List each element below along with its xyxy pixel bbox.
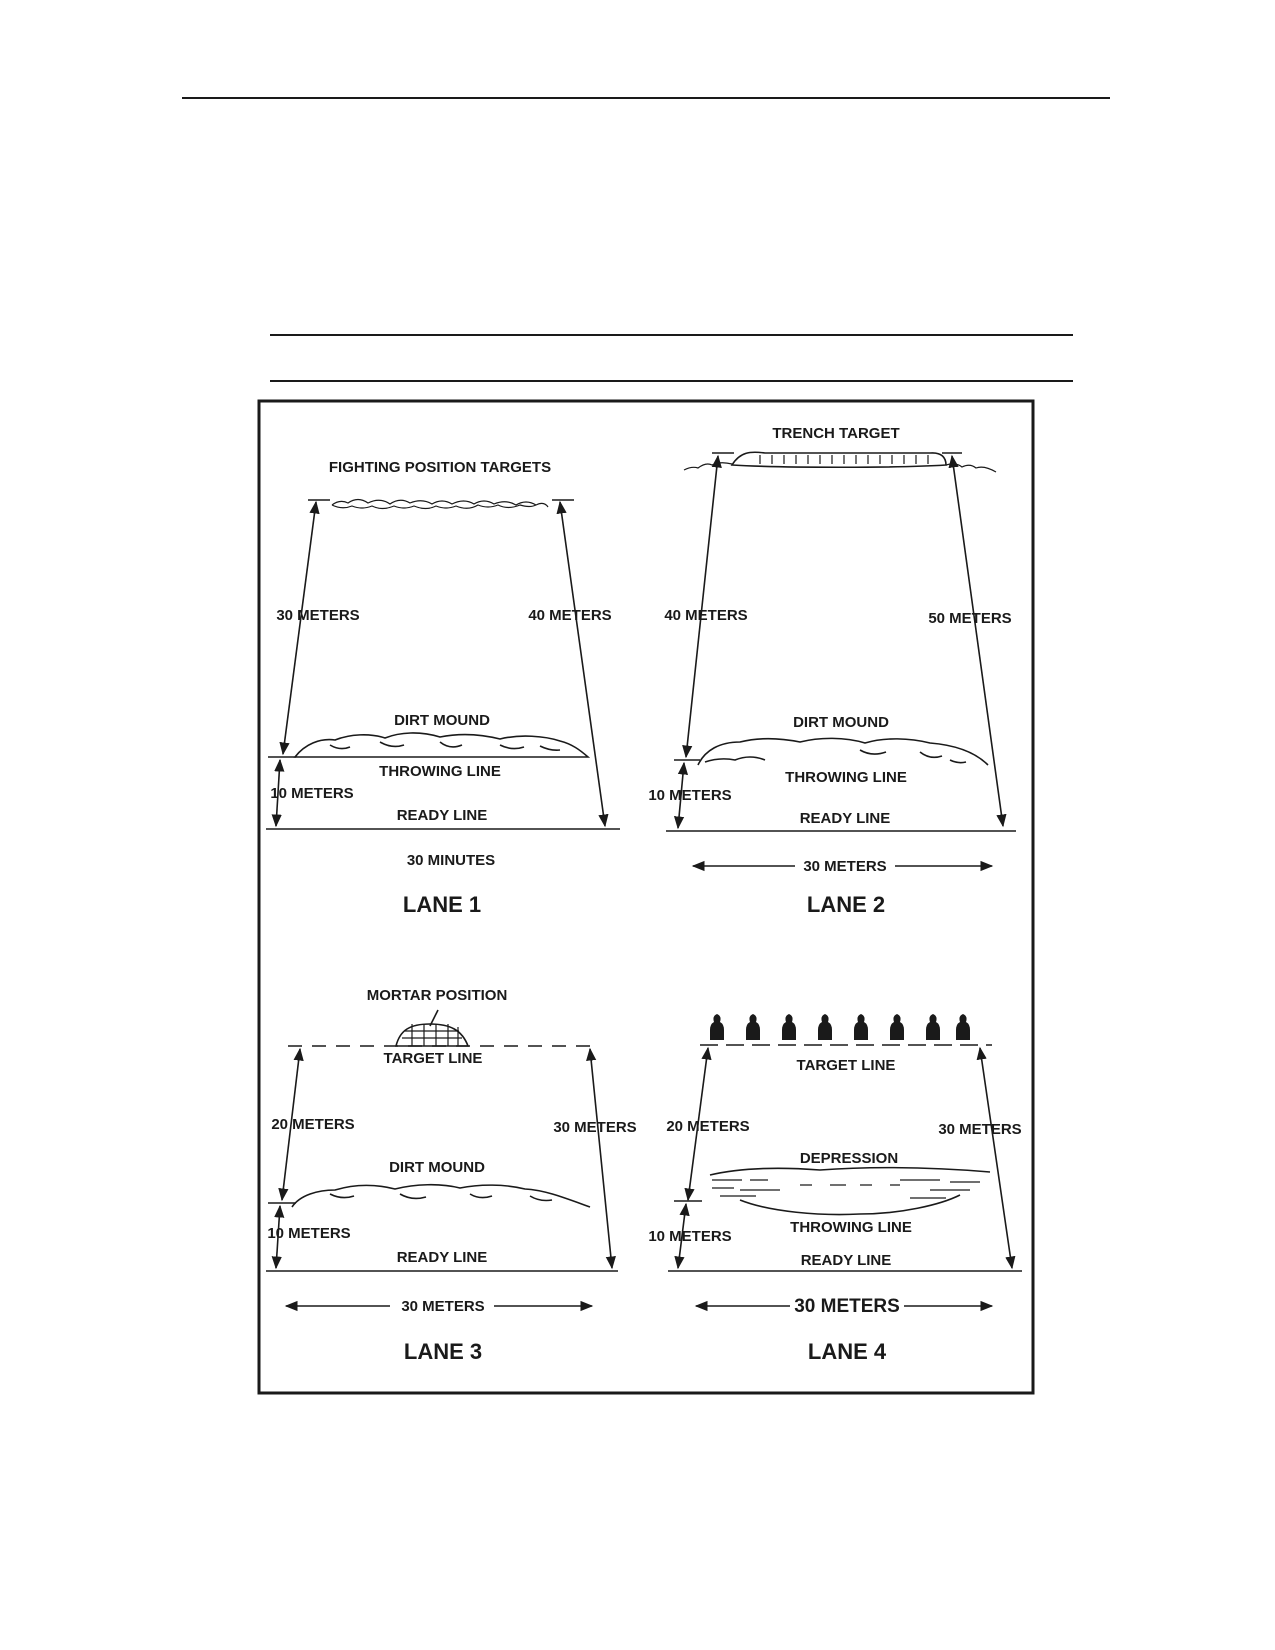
lane-4: TARGET LINE 20 METERS 30 METERS DEPRESSI… (648, 1014, 1022, 1364)
silhouette-target (818, 1014, 832, 1040)
lane1-ready-line-label: READY LINE (397, 807, 488, 824)
lane-2: TRENCH TARGET 40 METERS 50 METERS DIRT M… (648, 425, 1016, 917)
lane2-ready-arrow (673, 761, 689, 830)
lane3-left-distance: 20 METERS (271, 1116, 354, 1133)
lane4-right-distance: 30 METERS (938, 1121, 1021, 1138)
lane-3: MORTAR POSITION TARGET LINE 20 METERS 30… (266, 987, 637, 1364)
figure-title-rule-top (270, 334, 1073, 336)
lane4-title: LANE 4 (808, 1339, 887, 1364)
lane1-target-label: FIGHTING POSITION TARGETS (329, 459, 551, 476)
lane2-ready-line-label: READY LINE (800, 810, 891, 827)
lane2-width-label: 30 METERS (803, 858, 886, 875)
lane2-title: LANE 2 (807, 892, 885, 917)
lane3-ready-arrow (271, 1204, 285, 1270)
lane1-ready-arrow (271, 758, 285, 828)
lane4-left-distance: 20 METERS (666, 1118, 749, 1135)
lane1-mound-label: DIRT MOUND (394, 712, 490, 729)
lane2-target-label: TRENCH TARGET (772, 425, 899, 442)
trench-target-hatching (759, 455, 929, 464)
lane1-right-distance: 40 METERS (528, 607, 611, 624)
lane3-target-line-label: TARGET LINE (384, 1050, 483, 1067)
lane2-mound-label: DIRT MOUND (793, 714, 889, 731)
lane1-left-distance: 30 METERS (276, 607, 359, 624)
silhouette-target (926, 1014, 940, 1040)
lane3-mound-label: DIRT MOUND (389, 1159, 485, 1176)
lane3-target-label: MORTAR POSITION (367, 987, 508, 1004)
lane1-ready-distance: 10 METERS (270, 785, 353, 802)
lane1-throwing-line: THROWING LINE (379, 763, 501, 780)
trench-ground-left (683, 462, 733, 471)
lane2-right-arrow (948, 454, 1007, 828)
lane3-title: LANE 3 (404, 1339, 482, 1364)
lane3-ready-line-label: READY LINE (397, 1249, 488, 1266)
lane3-ready-distance: 10 METERS (267, 1225, 350, 1242)
lane3-right-arrow (586, 1047, 616, 1270)
lane2-right-distance: 50 METERS (928, 610, 1011, 627)
figure-title-rule-bottom (270, 380, 1073, 382)
figure-frame (257, 399, 1035, 1395)
silhouette-target (782, 1014, 796, 1040)
lane2-dirt-mound (697, 737, 989, 766)
lane3-left-arrow (278, 1047, 304, 1202)
trench-target-graphic (730, 451, 947, 469)
silhouette-target (956, 1014, 970, 1040)
silhouette-target (710, 1014, 724, 1040)
lane1-bottom-label: 30 MINUTES (407, 852, 495, 869)
fighting-position-targets-graphic (331, 498, 549, 510)
depression-graphic (709, 1166, 991, 1216)
lane4-ready-distance: 10 METERS (648, 1228, 731, 1245)
lane-1: FIGHTING POSITION TARGETS 30 METERS 40 M… (266, 459, 620, 917)
lane2-left-distance: 40 METERS (664, 607, 747, 624)
silhouette-targets (710, 1014, 970, 1040)
lane4-ready-arrow (674, 1202, 690, 1270)
lane4-throwing-line: THROWING LINE (790, 1219, 912, 1236)
lane2-throwing-line: THROWING LINE (785, 769, 907, 786)
mortar-tube (429, 1009, 439, 1027)
lane4-depression-label: DEPRESSION (800, 1150, 898, 1167)
lane4-left-arrow (684, 1046, 712, 1202)
lane1-left-arrow (279, 500, 320, 756)
lane1-dirt-mound (293, 732, 591, 758)
lane2-ready-distance: 10 METERS (648, 787, 731, 804)
lane4-width-label: 30 METERS (794, 1296, 900, 1317)
lane1-right-arrow (556, 500, 609, 828)
lane2-left-arrow (682, 454, 722, 759)
lane3-dirt-mound (291, 1183, 591, 1208)
silhouette-target (746, 1014, 760, 1040)
lane4-right-arrow (976, 1046, 1016, 1270)
lane4-ready-line-label: READY LINE (801, 1252, 892, 1269)
silhouette-target (890, 1014, 904, 1040)
silhouette-target (854, 1014, 868, 1040)
header-rule (182, 97, 1110, 99)
lane3-right-distance: 30 METERS (553, 1119, 636, 1136)
mortar-position-graphic (394, 1009, 470, 1047)
lane3-width-label: 30 METERS (401, 1298, 484, 1315)
lane4-target-line-label: TARGET LINE (797, 1057, 896, 1074)
lane1-title: LANE 1 (403, 892, 481, 917)
